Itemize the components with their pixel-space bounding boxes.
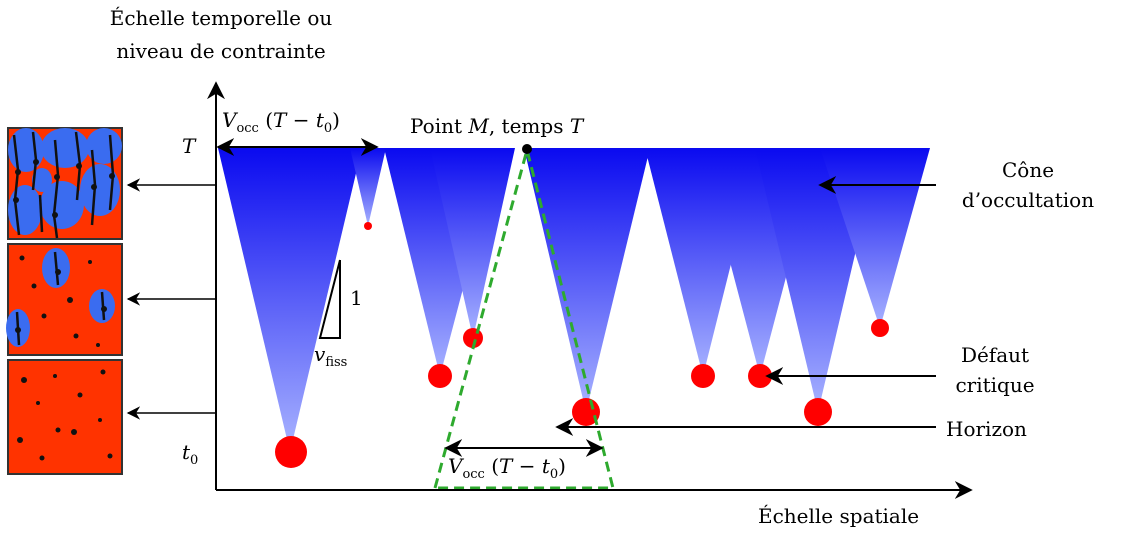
y-axis-label-line1: Échelle temporelle ou xyxy=(109,6,333,30)
cone xyxy=(350,148,386,226)
cone-label: Cône d’occultation xyxy=(938,158,1118,213)
defect-circle xyxy=(275,436,307,468)
point-m-var: M xyxy=(468,114,489,138)
defect-circle xyxy=(691,364,715,388)
slope-triangle xyxy=(318,259,341,339)
horizon-dashed-triangle xyxy=(433,144,615,490)
horizon-label: Horizon xyxy=(946,417,1027,441)
y-axis-label-line2: niveau de contrainte xyxy=(116,39,326,63)
vocc-t-sub: 0 xyxy=(549,467,559,482)
vocc-minus: − xyxy=(286,108,316,132)
cone-label-line2: d’occultation xyxy=(961,188,1095,212)
point-m-prefix: Point xyxy=(410,114,469,138)
micrograph-panel-middle xyxy=(6,243,123,356)
defect-label-line1: Défaut xyxy=(960,343,1030,367)
vocc-t: t xyxy=(315,108,324,132)
defect-label-line2: critique xyxy=(955,373,1035,397)
tick-T-text: T xyxy=(182,134,196,158)
tick-t0-label: t0 xyxy=(182,440,198,468)
vocc-t-sub: 0 xyxy=(323,121,333,136)
slope-one-label: 1 xyxy=(350,286,363,310)
point-m-suffix: , temps xyxy=(488,114,570,138)
vocc-close: ) xyxy=(332,108,340,132)
slope-v-sub: fiss xyxy=(325,355,348,370)
vocc-T: T xyxy=(499,454,513,478)
vocc-bottom-label: Vocc (T − t0) xyxy=(448,454,566,482)
vocc-open: ( xyxy=(484,454,500,478)
y-axis-label: Échelle temporelle ou niveau de contrain… xyxy=(86,6,356,64)
point-m-marker xyxy=(522,144,532,154)
vocc-t: t xyxy=(541,454,550,478)
occultation-cones xyxy=(218,148,930,452)
defect-circle xyxy=(804,398,832,426)
cone xyxy=(524,148,650,412)
tick-T-label: T xyxy=(182,134,195,158)
vocc-close: ) xyxy=(558,454,566,478)
x-axis-label: Échelle spatiale xyxy=(758,504,920,528)
cone xyxy=(820,148,930,328)
defect-circle xyxy=(871,319,889,337)
slope-v-label: vfiss xyxy=(314,342,347,370)
defect-circle xyxy=(428,364,452,388)
vocc-V: V xyxy=(448,454,463,478)
vocc-T: T xyxy=(273,108,287,132)
vocc-minus: − xyxy=(512,454,542,478)
vocc-top-label: Vocc (T − t0) xyxy=(222,108,340,136)
micrograph-panel-top xyxy=(7,127,123,240)
cone-label-line1: Cône xyxy=(1001,158,1055,182)
slope-v: v xyxy=(314,342,326,366)
defect-label: Défaut critique xyxy=(930,343,1060,398)
vocc-sub: occ xyxy=(236,121,259,136)
micrograph-panel-bottom xyxy=(7,359,123,475)
tick-t0-text: t xyxy=(182,440,191,464)
point-m-time: T xyxy=(569,114,584,138)
cone xyxy=(430,148,515,338)
point-m-label: Point M, temps T xyxy=(410,114,583,138)
vocc-V: V xyxy=(222,108,237,132)
vocc-sub: occ xyxy=(462,467,485,482)
defect-circle xyxy=(364,222,372,230)
vocc-open: ( xyxy=(258,108,274,132)
tick-t0-subscript: 0 xyxy=(190,453,199,468)
cone xyxy=(218,148,362,452)
